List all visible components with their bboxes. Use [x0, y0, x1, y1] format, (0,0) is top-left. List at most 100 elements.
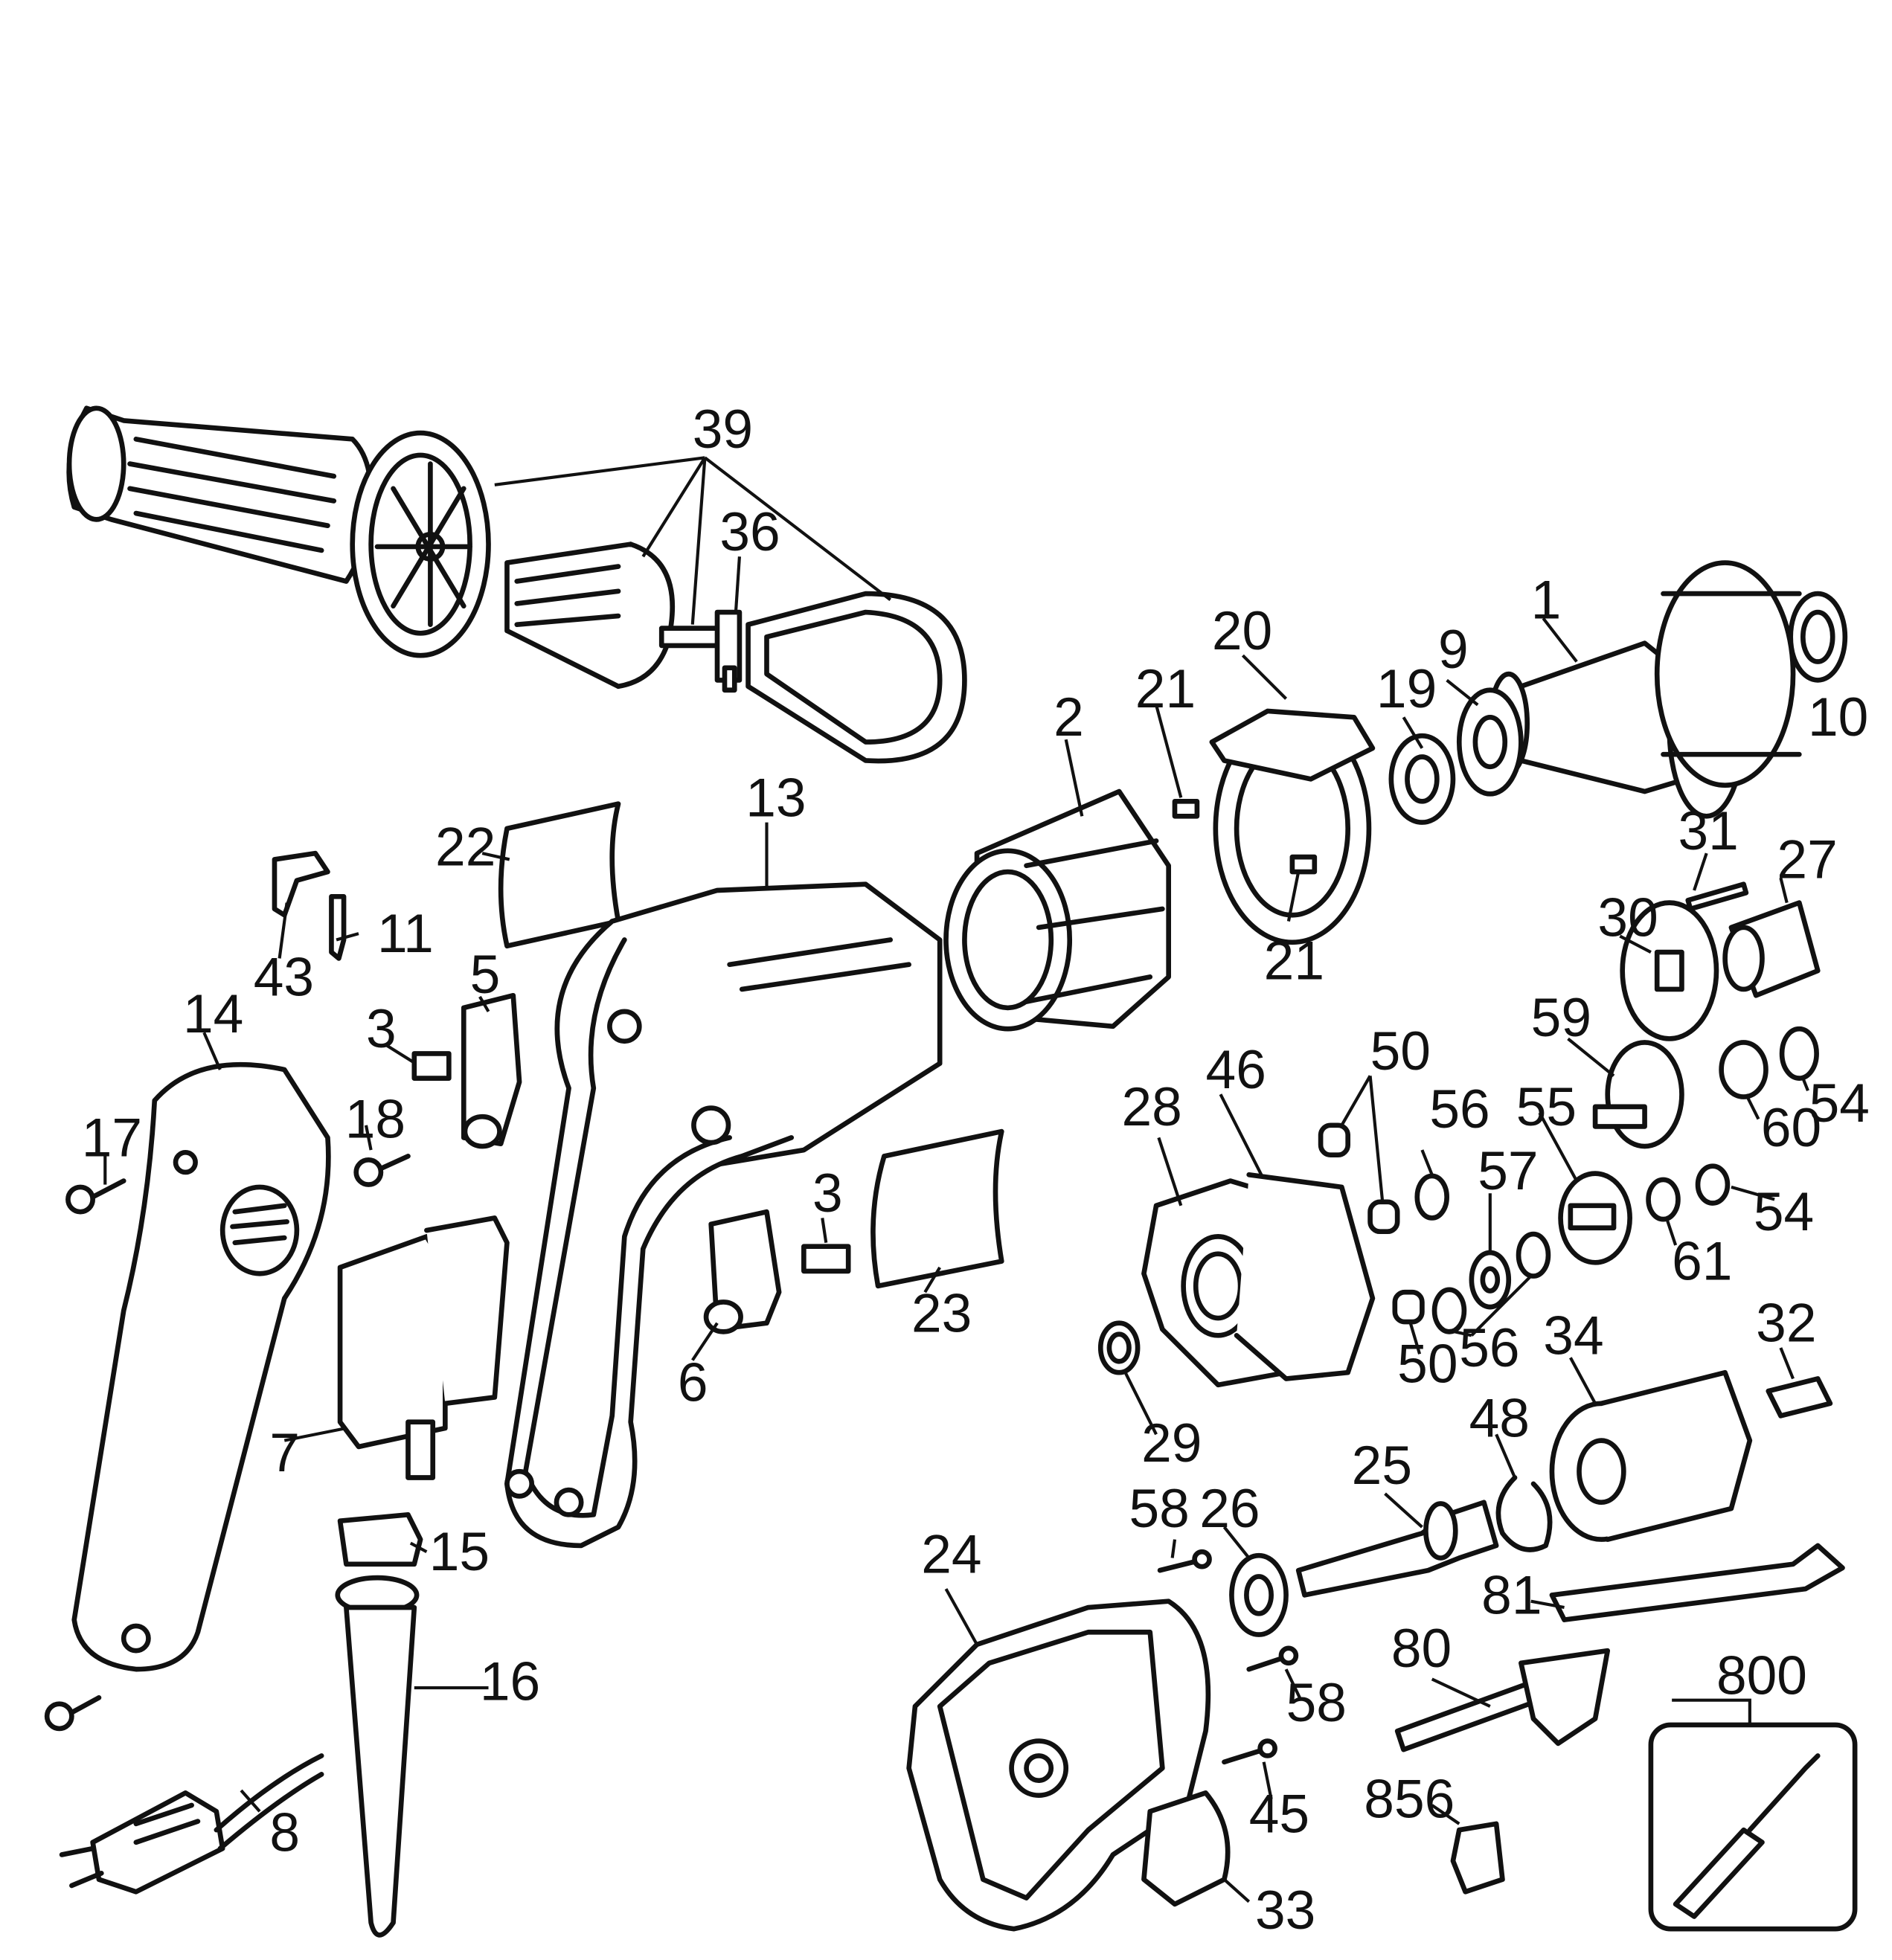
callout-26: 26	[1199, 1479, 1260, 1539]
callout-11: 11	[377, 904, 434, 964]
brush-holder-5	[461, 992, 522, 1149]
cord-set	[59, 1753, 324, 1895]
motor-housing	[504, 881, 943, 1549]
callout-61: 61	[1672, 1232, 1732, 1292]
spindle	[1295, 1500, 1499, 1598]
screw-handle-lower	[44, 1695, 102, 1732]
screw-18	[353, 1154, 411, 1187]
callout-36: 36	[719, 502, 780, 562]
gasket-46	[1234, 1172, 1376, 1381]
callout-50-upper: 50	[1370, 1021, 1431, 1082]
needle-bearings-50	[1318, 1122, 1425, 1325]
brush-holder-ring	[1209, 708, 1376, 945]
callout-56-upper: 56	[1429, 1079, 1489, 1140]
callout-46: 46	[1206, 1040, 1266, 1100]
bracket-81	[1549, 1543, 1845, 1622]
callout-58-upper: 58	[1129, 1479, 1189, 1539]
callout-3-lower: 3	[812, 1163, 843, 1224]
strain-relief-clamp	[337, 1512, 423, 1567]
carbon-brush-3-lower	[801, 1244, 851, 1274]
callout-23: 23	[911, 1283, 972, 1343]
bearing-26	[1229, 1552, 1289, 1637]
callout-45: 45	[1249, 1784, 1309, 1845]
washers-56	[1414, 1173, 1551, 1334]
callout-80: 80	[1391, 1619, 1452, 1679]
screw-17	[65, 1178, 126, 1215]
callout-21-lower: 21	[1264, 931, 1324, 992]
callout-34: 34	[1543, 1305, 1603, 1366]
side-handle-clamp-block	[504, 542, 675, 690]
callout-3-upper: 3	[366, 999, 397, 1059]
callout-81: 81	[1481, 1565, 1542, 1625]
callout-2: 2	[1054, 687, 1084, 748]
chuck	[1549, 1369, 1753, 1542]
callout-59: 59	[1531, 988, 1591, 1048]
clip-856	[1450, 1821, 1505, 1895]
washer-29	[1097, 1320, 1141, 1375]
callout-856: 856	[1364, 1770, 1455, 1830]
callout-50-lower: 50	[1397, 1334, 1458, 1395]
accessory-800-box	[1648, 1722, 1858, 1932]
callout-6: 6	[678, 1352, 708, 1413]
callout-39: 39	[693, 399, 753, 460]
callout-28: 28	[1122, 1077, 1182, 1137]
part-callouts: 39 36 1 20 9 19 21 2 10 13 22 31 27 11 2…	[82, 399, 1870, 1941]
callout-15: 15	[429, 1522, 490, 1582]
retaining-ring-48	[1495, 1475, 1553, 1552]
callout-58-lower: 58	[1286, 1673, 1347, 1733]
side-handle-band	[745, 591, 967, 764]
chuck-screw-32	[1766, 1376, 1833, 1418]
callout-27: 27	[1777, 829, 1837, 890]
callout-22: 22	[435, 817, 496, 878]
callout-21-upper: 21	[1135, 659, 1196, 719]
callout-800: 800	[1716, 1645, 1807, 1706]
callout-24: 24	[921, 1524, 981, 1584]
pins-21	[1172, 799, 1318, 875]
trigger-switch	[337, 1215, 510, 1480]
callout-14: 14	[183, 984, 243, 1044]
clutch-57	[1469, 1250, 1512, 1310]
callout-18: 18	[345, 1089, 405, 1149]
callout-54-upper: 54	[1809, 1073, 1870, 1134]
callout-13: 13	[745, 768, 806, 828]
callout-19: 19	[1376, 659, 1437, 719]
callout-54-lower: 54	[1754, 1182, 1814, 1242]
leader-lines	[103, 456, 1809, 1903]
callout-5: 5	[470, 945, 501, 1005]
callout-16: 16	[480, 1652, 540, 1712]
callout-60: 60	[1761, 1098, 1821, 1158]
gear-case	[906, 1598, 1211, 1932]
bearing-10	[1788, 591, 1848, 683]
callout-30: 30	[1597, 887, 1658, 948]
cord-protector	[335, 1575, 420, 1938]
callout-43: 43	[254, 947, 314, 1007]
pin-31	[1685, 881, 1749, 912]
bushing-27	[1722, 900, 1821, 998]
brush-holder-6	[703, 1209, 782, 1334]
callout-31: 31	[1678, 801, 1738, 861]
screws-45-58	[1157, 1549, 1299, 1765]
callout-17: 17	[82, 1108, 142, 1168]
callout-9: 9	[1438, 620, 1469, 680]
callout-25: 25	[1352, 1436, 1412, 1496]
callout-8: 8	[269, 1802, 300, 1863]
callout-29: 29	[1141, 1413, 1202, 1474]
handle-half	[71, 1061, 331, 1672]
callout-7: 7	[269, 1423, 300, 1483]
washer-61	[1646, 1177, 1681, 1222]
label-22	[498, 801, 621, 949]
nut-60	[1719, 1040, 1768, 1099]
switch-cover-33	[1141, 1790, 1231, 1907]
callout-32: 32	[1756, 1294, 1816, 1354]
callout-33: 33	[1255, 1880, 1315, 1941]
side-handle-bolt	[658, 609, 743, 693]
wire-clip-43	[272, 850, 330, 918]
terminal-11	[329, 893, 347, 961]
side-handle-grip	[66, 405, 491, 658]
callout-10: 10	[1808, 687, 1868, 748]
callout-1: 1	[1531, 570, 1562, 630]
washer-19	[1388, 733, 1456, 825]
gear-30	[1620, 900, 1719, 1041]
label-23	[870, 1128, 1004, 1289]
